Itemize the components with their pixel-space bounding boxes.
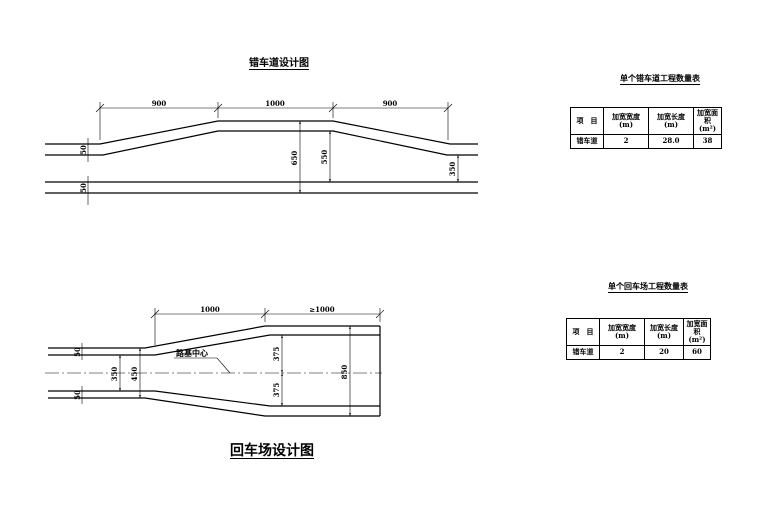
header-length: 加宽长度 (m) — [648, 107, 694, 135]
layby-quantity-table: 项 目 加宽宽度 (m) 加宽长度 (m) 加宽面积 (m²) 错车道 2 28… — [570, 107, 722, 149]
dim-900-right: 900 — [383, 99, 398, 108]
turnaround-drawing — [48, 325, 381, 417]
dim-550: 550 — [320, 150, 329, 165]
header-item: 项 目 — [566, 318, 600, 346]
turnaround-title: 回车场设计图 — [230, 443, 314, 459]
dim-1000-taper: 1000 — [200, 305, 220, 314]
turnaround-quantity-table: 项 目 加宽宽度 (m) 加宽长度 (m) 加宽面积 (m²) 错车道 2 20… — [566, 318, 711, 360]
turn-lower-inner — [48, 390, 380, 407]
dim-350: 350 — [448, 162, 457, 177]
cell-width: 2 — [599, 345, 645, 360]
layby-dimensions — [85, 102, 459, 205]
turn-table-title: 单个回车场工程数量表 — [608, 281, 688, 291]
layby-table-title: 单个错车道工程数量表 — [620, 73, 700, 83]
dim-650: 650 — [290, 151, 299, 166]
cell-width: 2 — [603, 134, 649, 149]
header-item: 项 目 — [570, 107, 604, 135]
cell-length: 20 — [644, 345, 684, 360]
centerline-label: 路基中心 — [176, 348, 208, 358]
dim-50-bottom-lane: 50 — [79, 183, 88, 193]
dim-50-left-lane: 50 — [79, 145, 88, 155]
dim-900-left: 900 — [152, 99, 167, 108]
layby-road-edge-inner — [45, 130, 478, 156]
turn-upper-outer — [48, 325, 380, 349]
dim-350-inner: 350 — [110, 367, 119, 382]
dim-375-lower: 375 — [272, 383, 281, 398]
header-area: 加宽面积 (m²) — [683, 318, 711, 346]
cell-length: 28.0 — [648, 134, 694, 149]
dim-850-full: 850 — [340, 365, 349, 380]
dim-1000-mid: 1000 — [265, 99, 285, 108]
turnaround-dimensions — [79, 308, 385, 416]
header-width: 加宽宽度 (m) — [603, 107, 649, 135]
dim-450-outer: 450 — [130, 367, 139, 382]
turnaround-dim-labels: 1000 ≥1000 50 350 450 50 375 375 850 路基中… — [73, 305, 349, 400]
cell-area: 60 — [683, 345, 711, 360]
layby-road-edge-outer — [45, 120, 478, 145]
header-area: 加宽面积 (m²) — [693, 107, 722, 135]
turn-upper-inner — [48, 334, 380, 356]
turn-lower-outer — [48, 397, 380, 417]
dim-ge1000-section: ≥1000 — [309, 305, 334, 314]
table-header-row: 项 目 加宽宽度 (m) 加宽长度 (m) 加宽面积 (m²) — [566, 318, 711, 346]
header-width: 加宽宽度 (m) — [599, 318, 645, 346]
dim-50-turn-bottom: 50 — [73, 390, 82, 400]
header-length: 加宽长度 (m) — [644, 318, 684, 346]
layby-dim-labels: 900 1000 900 50 650 550 350 50 — [79, 99, 457, 193]
table-header-row: 项 目 加宽宽度 (m) 加宽长度 (m) 加宽面积 (m²) — [570, 107, 722, 135]
table-row: 错车道 2 20 60 — [566, 345, 711, 360]
layby-title: 错车道设计图 — [249, 58, 309, 69]
cell-area: 38 — [693, 134, 722, 149]
table-row: 错车道 2 28.0 38 — [570, 134, 722, 149]
cell-item: 错车道 — [566, 345, 600, 360]
dim-375-upper: 375 — [272, 347, 281, 362]
cell-item: 错车道 — [570, 134, 604, 149]
layby-drawing — [45, 120, 478, 194]
dim-50-turn-top: 50 — [73, 347, 82, 357]
